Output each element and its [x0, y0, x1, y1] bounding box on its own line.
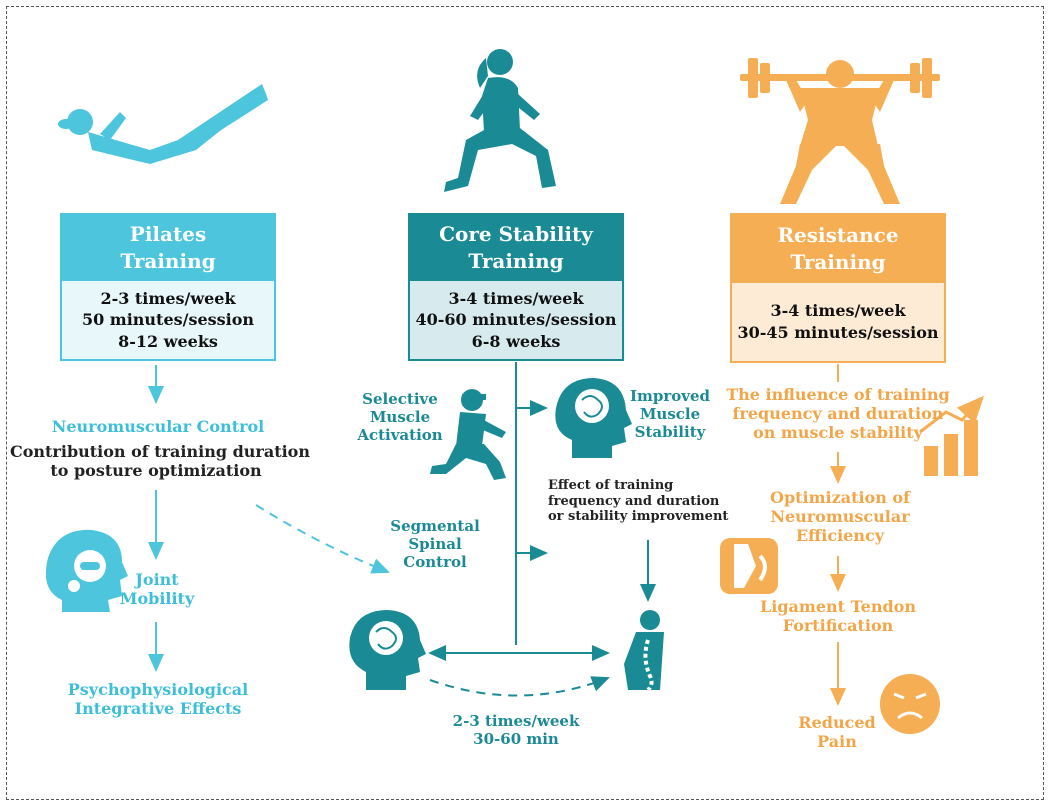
reduced-line1: Reduced — [798, 713, 876, 732]
pilates-weeks: 8-12 weeks — [118, 331, 218, 351]
ligament-line2: Fortification — [782, 616, 894, 636]
resistance-frequency: 3-4 times/week — [770, 301, 906, 321]
improved-line1: Improved — [630, 387, 711, 405]
core-bottom-line2: 30-60 min — [473, 730, 559, 748]
improved-line3: Stability — [634, 423, 706, 441]
core-title-line2: Training — [468, 249, 564, 273]
optimization-line1: Optimization of — [770, 488, 910, 507]
pilates-v-sit-figure-icon — [58, 84, 268, 164]
segmental-line2: Spinal — [408, 535, 462, 553]
head-brain-icon — [555, 378, 632, 458]
core-title-line1: Core Stability — [439, 222, 593, 246]
contribution-line2: to posture optimization — [50, 461, 262, 481]
resistance-card-details: 3-4 times/week 30-45 minutes/session — [732, 283, 944, 361]
core-flow-arrows — [428, 362, 656, 697]
influence-line3: on muscle stability — [753, 423, 923, 443]
effect-line1: Effect of training — [548, 478, 674, 493]
reduced-pain-label: Reduced Pain — [792, 713, 882, 751]
pilates-duration: 50 minutes/session — [81, 310, 255, 330]
knee-joint-icon — [720, 538, 778, 594]
contribution-line1: Contribution of training duration — [10, 442, 310, 461]
segmental-line1: Segmental — [390, 517, 480, 535]
core-card-header: Core Stability Training — [410, 215, 622, 281]
segmental-control-label: Segmental Spinal Control — [390, 517, 480, 571]
contribution-text: Contribution of training duration to pos… — [10, 442, 310, 481]
resistance-title-line1: Resistance — [777, 223, 899, 247]
psycho-line2: Integrative Effects — [74, 699, 242, 719]
lunge-figure-icon — [444, 49, 556, 192]
sad-face-icon — [880, 674, 940, 734]
selective-line1: Selective — [362, 390, 438, 408]
pilates-card-details: 2-3 times/week 50 minutes/session 8-12 w… — [62, 281, 274, 359]
selective-activation-label: Selective Muscle Activation — [352, 390, 448, 444]
resistance-card: Resistance Training 3-4 times/week 30-45… — [730, 213, 946, 363]
joint-mobility-label: Joint Mobility — [118, 570, 196, 608]
pilates-flow-arrows — [148, 365, 390, 672]
improved-line2: Muscle — [639, 405, 701, 423]
joint-line1: Joint — [135, 570, 179, 589]
segmental-line3: Control — [403, 553, 467, 571]
spine-figure-icon — [624, 610, 664, 692]
core-card-details: 3-4 times/week 40-60 minutes/session 6-8… — [410, 281, 622, 359]
optimization-line3: Efficiency — [795, 526, 885, 546]
effect-line2: frequency and duration — [548, 493, 720, 509]
psycho-line1: Psychophysiological — [67, 680, 249, 699]
neuromuscular-control-label: Neuromuscular Control — [51, 417, 265, 436]
core-duration: 40-60 minutes/session — [415, 310, 617, 330]
selective-line3: Activation — [357, 426, 443, 444]
pilates-title-line2: Training — [120, 249, 216, 273]
pilates-frequency: 2-3 times/week — [100, 288, 236, 308]
selective-line2: Muscle — [369, 408, 431, 426]
influence-line1: The influence of training — [726, 385, 950, 404]
resistance-card-header: Resistance Training — [732, 215, 944, 283]
core-card: Core Stability Training 3-4 times/week 4… — [408, 213, 624, 361]
influence-label: The influence of training frequency and … — [722, 385, 954, 443]
resistance-title-line2: Training — [790, 250, 886, 274]
pilates-card-header: Pilates Training — [62, 215, 274, 281]
improved-stability-label: Improved Muscle Stability — [630, 387, 710, 441]
core-bottom-line1: 2-3 times/week — [452, 712, 580, 730]
ligament-label: Ligament Tendon Fortification — [748, 597, 928, 635]
core-bottom-frequency-label: 2-3 times/week 30-60 min — [436, 712, 596, 748]
optimization-label: Optimization of Neuromuscular Efficiency — [760, 488, 920, 546]
pilates-title-line1: Pilates — [129, 222, 207, 246]
head-brain-icon-bottom — [349, 610, 426, 690]
ligament-line1: Ligament Tendon — [760, 597, 916, 616]
rising-bar-chart-icon — [919, 395, 985, 476]
joint-line2: Mobility — [119, 589, 195, 609]
barbell-squat-figure-icon — [740, 58, 940, 204]
reduced-line2: Pain — [817, 732, 857, 752]
core-weeks: 6-8 weeks — [471, 331, 561, 351]
squat-figure-icon — [430, 389, 506, 480]
head-joint-icon — [45, 529, 128, 612]
resistance-duration: 30-45 minutes/session — [737, 323, 939, 342]
psychophysiological-label: Psychophysiological Integrative Effects — [40, 680, 276, 718]
influence-line2: frequency and duration — [732, 404, 944, 424]
effect-line3: or stability improvement — [548, 509, 729, 525]
effect-text: Effect of training frequency and duratio… — [548, 478, 728, 525]
pilates-card: Pilates Training 2-3 times/week 50 minut… — [60, 213, 276, 361]
optimization-line2: Neuromuscular — [770, 507, 910, 527]
diagram-frame — [6, 6, 1044, 800]
core-frequency: 3-4 times/week — [448, 288, 584, 308]
